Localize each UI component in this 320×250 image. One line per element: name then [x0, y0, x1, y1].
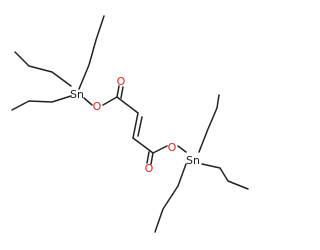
atom-o2: O: [117, 75, 126, 88]
structure-diagram: Sn O O O O Sn: [11, 15, 249, 233]
atom-sn2: Sn: [186, 154, 200, 167]
butyl-chain-6: [154, 163, 187, 233]
c3-c4-bond: [132, 137, 154, 154]
c2-c3-bond: [132, 112, 139, 139]
o1-c1-bond: [102, 96, 118, 106]
atom-o4: O: [168, 141, 177, 154]
butyl-chain-3: [11, 95, 72, 111]
c1-c2-bond: [116, 96, 139, 114]
o4-sn2-bond: [177, 145, 187, 153]
sn1-o1-bond: [83, 97, 93, 106]
c4-o3-bond: [150, 152, 154, 165]
butyl-chain-4: [198, 94, 220, 153]
butyl-chain-1: [78, 15, 105, 90]
c4-o4-bond: [152, 145, 168, 154]
c4-o3-bond-double: [146, 151, 150, 164]
atom-labels: Sn O O O O Sn: [70, 75, 200, 175]
butyl-chain-2: [14, 51, 72, 87]
c1-o2-bond-double: [120, 86, 124, 99]
c2-c3-bond-double: [137, 116, 143, 137]
butyl-chain-5: [201, 163, 249, 190]
bond-lines: [11, 15, 249, 233]
c1-o2-bond: [116, 85, 120, 98]
atom-o1: O: [93, 100, 102, 113]
atom-o3: O: [145, 162, 154, 175]
atom-sn1: Sn: [70, 88, 84, 101]
